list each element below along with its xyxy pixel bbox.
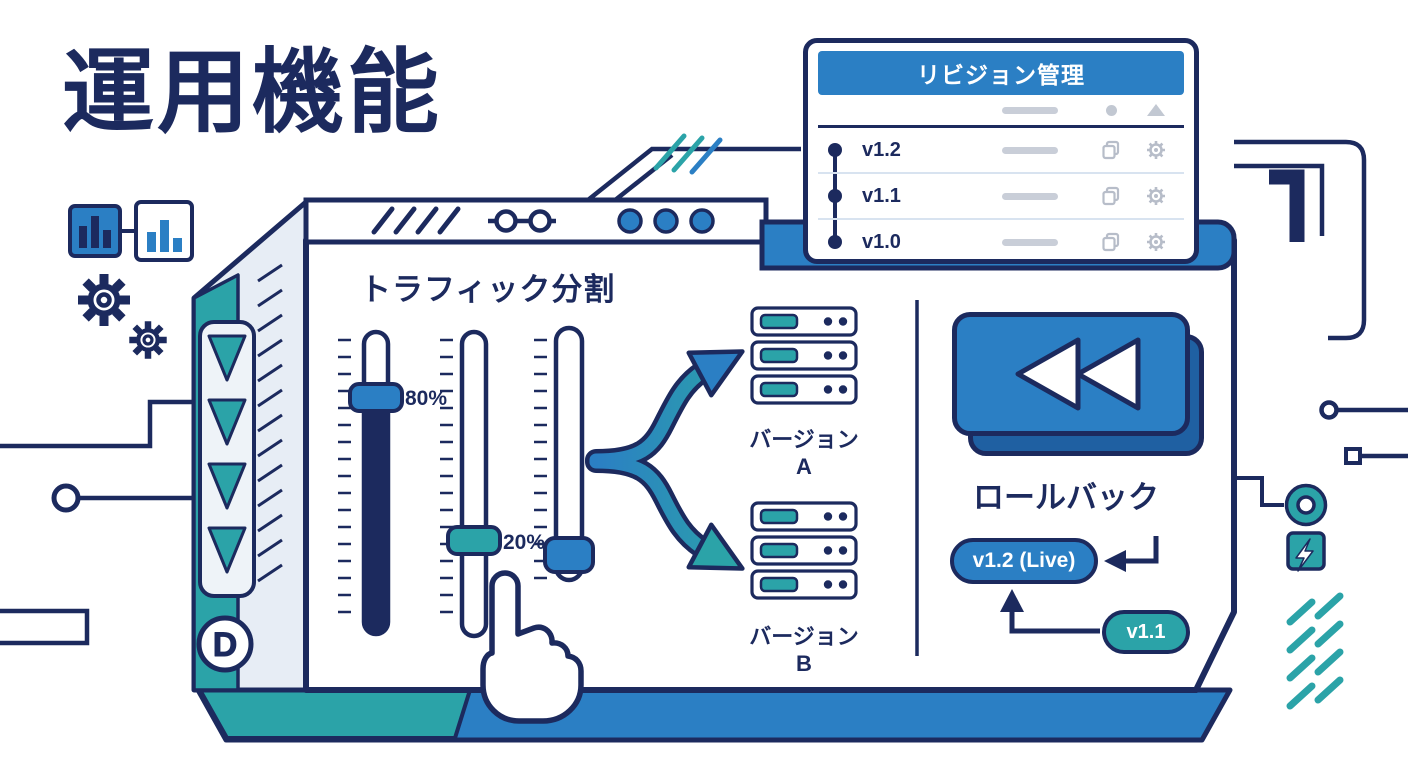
revision-list: v1.2 v1.1 (818, 128, 1184, 264)
window-dot[interactable] (689, 208, 715, 234)
lightning-icon (1286, 531, 1326, 572)
server-icon (750, 340, 858, 371)
slider-c-track[interactable] (553, 325, 585, 583)
brand-logo-letter: D (213, 626, 238, 664)
bar-chart-icon (134, 200, 194, 262)
title-bar (303, 197, 769, 245)
revision-panel-title: リビジョン管理 (818, 51, 1184, 95)
page-title: 運用機能 (62, 42, 443, 144)
server-stack-b (750, 501, 858, 600)
copy-icon[interactable] (1088, 232, 1134, 252)
bar-chart-icon (68, 204, 122, 258)
version-label: v1.0 (862, 230, 901, 253)
gear-icons (78, 274, 167, 359)
link-icon (488, 209, 556, 233)
sort-up-icon[interactable] (1147, 104, 1165, 116)
server-icon (750, 374, 858, 405)
circuit-node-icon (51, 483, 81, 513)
slider-b-track[interactable] (459, 329, 489, 639)
badge-arrows (1000, 536, 1159, 634)
traffic-split-title: トラフィック分割 (360, 272, 616, 307)
server-icon (750, 501, 858, 532)
pipe-elbow (1269, 169, 1305, 242)
arrowhead-up (1000, 589, 1024, 612)
revision-toolbar (818, 95, 1184, 128)
placeholder-dash (1002, 192, 1058, 200)
pointer-hand-icon (480, 570, 584, 724)
server-icon (750, 535, 858, 566)
slider-b (446, 329, 502, 639)
titlebar-hatch-marks (371, 206, 461, 235)
slider-a-fill (364, 396, 388, 634)
server-icon (750, 306, 858, 337)
top-step-lines (586, 146, 801, 203)
commit-dot-icon (828, 235, 842, 249)
gear-icon[interactable] (1134, 231, 1178, 253)
left-circuit-decoration (0, 399, 194, 646)
copy-icon[interactable] (1088, 186, 1134, 206)
server-stack-a (750, 306, 858, 405)
version-label: v1.2 (862, 138, 901, 161)
copy-icon[interactable] (1088, 140, 1134, 160)
base-slab (195, 687, 1233, 743)
slider-a (348, 329, 404, 637)
rollback-title: ロールバック (973, 480, 1159, 515)
tick-scale (338, 338, 351, 614)
revision-row[interactable]: v1.2 (818, 128, 1184, 174)
slider-c (543, 325, 595, 583)
window-dot[interactable] (617, 208, 643, 234)
slider-a-handle[interactable] (348, 382, 404, 413)
split-arrow (585, 349, 745, 571)
arrowhead-down (686, 522, 745, 571)
traffic-sliders (338, 325, 595, 639)
gear-icon (78, 274, 130, 326)
tick-scale (440, 338, 453, 614)
rewind-icon (1015, 337, 1141, 411)
placeholder-dash (1002, 106, 1058, 114)
gear-icon[interactable] (1134, 185, 1178, 207)
server-icon (750, 569, 858, 600)
revision-panel: リビジョン管理 v1.2 v1.1 (803, 38, 1199, 264)
version-b-label: バージョンB (749, 624, 859, 676)
bar-chart-icons (68, 200, 194, 262)
gear-icon[interactable] (1134, 139, 1178, 161)
commit-dot-icon (828, 143, 842, 157)
circuit-node-icon (1319, 400, 1339, 420)
left-side-face: D (191, 199, 309, 693)
window-dots (617, 208, 715, 234)
commit-dot-icon (828, 189, 842, 203)
right-hash-marks (1286, 592, 1344, 710)
previous-version-badge: v1.1 (1102, 610, 1190, 654)
version-label: v1.1 (862, 184, 901, 207)
slider-c-handle[interactable] (543, 536, 595, 574)
placeholder-dash (1002, 238, 1058, 246)
live-version-badge: v1.2 (Live) (950, 538, 1098, 584)
rollback-button[interactable] (952, 312, 1190, 436)
right-circuit-decoration (1234, 139, 1408, 507)
circuit-node-icon (1344, 447, 1362, 465)
ring-icon (1284, 483, 1328, 527)
funnel-stack-icon (198, 320, 256, 598)
arrowhead-up (686, 349, 745, 398)
arrowhead-left (1104, 550, 1126, 572)
tick-scale (534, 338, 547, 580)
gear-icon (129, 321, 167, 359)
slider-a-value-label: 80% (405, 387, 448, 410)
top-hash-marks (653, 133, 723, 175)
slider-b-handle[interactable] (446, 525, 502, 556)
version-a-label: バージョンA (749, 427, 859, 479)
face-hatch-marks (257, 263, 283, 583)
placeholder-dash (1002, 146, 1058, 154)
revision-row[interactable]: v1.1 (818, 174, 1184, 220)
brand-logo: D (196, 615, 254, 673)
window-dot[interactable] (653, 208, 679, 234)
slider-b-value-label: 20% (503, 531, 546, 554)
record-dot-icon (1105, 104, 1117, 116)
revision-row[interactable]: v1.0 (818, 220, 1184, 264)
